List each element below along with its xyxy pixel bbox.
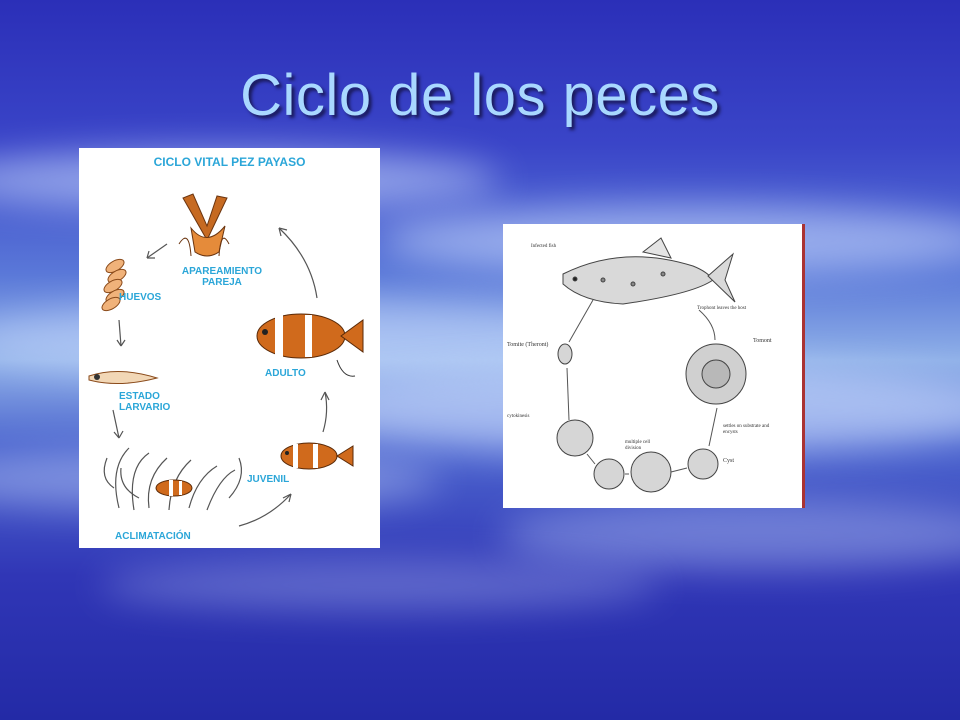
stage-label-adult: ADULTO xyxy=(265,368,306,379)
infected-fish-drawing xyxy=(562,237,736,305)
label-division: multiple cell division xyxy=(625,440,651,451)
cycle-illustration xyxy=(88,193,364,527)
parasite-cycle-illustration xyxy=(556,237,747,493)
stage-label-mating: APAREAMIENTO PAREJA xyxy=(181,266,263,288)
clownfish-life-cycle-diagram: CICLO VITAL PEZ PAYASO xyxy=(79,148,380,548)
stage-label-acclimation: ACLIMATACIÓN xyxy=(115,531,191,542)
stage-label-larva: ESTADO LARVARIO xyxy=(119,391,171,413)
label-cyst: Cyst xyxy=(723,458,735,464)
slide-title: Ciclo de los peces xyxy=(240,63,720,128)
parasite-cycle-arrows xyxy=(566,299,718,475)
larva-drawing xyxy=(88,370,159,385)
fish-parasite-life-cycle-diagram: Infected fish Trophont leaves the host T… xyxy=(503,224,805,508)
cloud-streak xyxy=(100,560,660,610)
anemone-drawing xyxy=(103,447,242,511)
label-tomite: Tomite (Theront) xyxy=(507,342,549,348)
adult-fish-drawing xyxy=(256,313,364,377)
cyst-drawing xyxy=(556,343,719,493)
stage-label-eggs: HUEVOS xyxy=(119,292,162,303)
clownfish-in-anemone-drawing xyxy=(155,479,193,497)
eggs-drawing xyxy=(101,258,127,312)
cloud-streak xyxy=(500,500,960,570)
label-leaves-host: Trophont leaves the host xyxy=(697,306,747,311)
label-cytokinesis: cytokinesis xyxy=(507,414,530,419)
diagram-heading: CICLO VITAL PEZ PAYASO xyxy=(153,155,306,169)
cycle-arrows xyxy=(112,227,330,527)
label-infected-fish: Infected fish xyxy=(531,244,557,249)
label-tomont: Tomont xyxy=(753,338,772,344)
stage-label-juvenile: JUVENIL xyxy=(247,474,290,485)
mating-pair-drawing xyxy=(178,193,230,257)
juvenile-fish-drawing xyxy=(280,442,354,470)
label-settles: settles on substrate and encysts xyxy=(723,424,770,435)
tomont-drawing xyxy=(685,343,747,405)
